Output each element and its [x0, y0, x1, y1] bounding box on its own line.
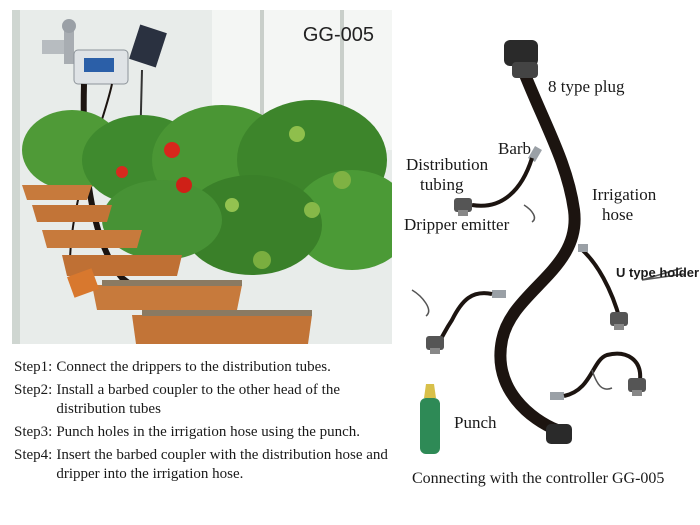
step-3: Step3: Punch holes in the irrigation hos… — [14, 423, 404, 442]
plug-label: 8 type plug — [548, 77, 625, 96]
barb-label: Barb — [498, 139, 532, 158]
u-holder-icon — [591, 369, 613, 390]
dripper-label: Dripper emitter — [404, 215, 510, 234]
model-label: GG-005 — [302, 24, 374, 46]
dripper-icon — [628, 378, 646, 396]
distribution-label-2: tubing — [420, 175, 464, 194]
step-number: Step4: — [14, 447, 53, 463]
end-plug-icon — [546, 424, 572, 444]
step-4: Step4: Insert the barbed coupler with th… — [14, 446, 404, 484]
dripper-icon — [426, 336, 444, 354]
irrigation-label-2: hose — [602, 205, 634, 224]
step-text: Connect the drippers to the distribution… — [56, 359, 331, 375]
holder-label: U type holder — [616, 265, 700, 280]
step-number: Step3: — [14, 424, 53, 440]
irrigation-label-1: Irrigation — [592, 185, 657, 204]
diagram-caption: Connecting with the controller GG-005 — [412, 470, 665, 487]
distribution-tubing — [471, 157, 534, 208]
punch-icon — [420, 384, 440, 454]
step-text: Insert the barbed coupler with the distr… — [56, 447, 388, 482]
distribution-label-1: Distribution — [406, 155, 489, 174]
punch-label: Punch — [454, 413, 497, 432]
step-1: Step1: Connect the drippers to the distr… — [14, 358, 404, 377]
faucet-icon — [42, 40, 70, 54]
step-2: Step2: Install a barbed coupler to the o… — [14, 381, 404, 419]
plug-icon — [504, 40, 538, 78]
hose-drawing — [411, 40, 685, 454]
dripper-icon — [454, 198, 472, 216]
tomato-plants — [22, 100, 392, 275]
step-number: Step1: — [14, 359, 53, 375]
product-photo: GG-005 — [12, 10, 392, 344]
instruction-steps: Step1: Connect the drippers to the distr… — [14, 358, 404, 488]
u-holder-icon — [641, 267, 685, 281]
step-text: Install a barbed coupler to the other he… — [56, 382, 340, 417]
barb-icon — [492, 290, 506, 298]
u-holder-icon — [411, 289, 430, 317]
irrigation-diagram: 8 type plug Barb Distribution tubing Irr… — [392, 0, 700, 520]
barb-icon — [550, 392, 564, 400]
dripper-icon — [610, 312, 628, 330]
step-text: Punch holes in the irrigation hose using… — [56, 424, 361, 440]
irrigation-hose — [494, 56, 581, 436]
step-number: Step2: — [14, 382, 53, 398]
greenhouse-scene — [12, 10, 392, 344]
solar-panel-icon — [129, 24, 167, 68]
